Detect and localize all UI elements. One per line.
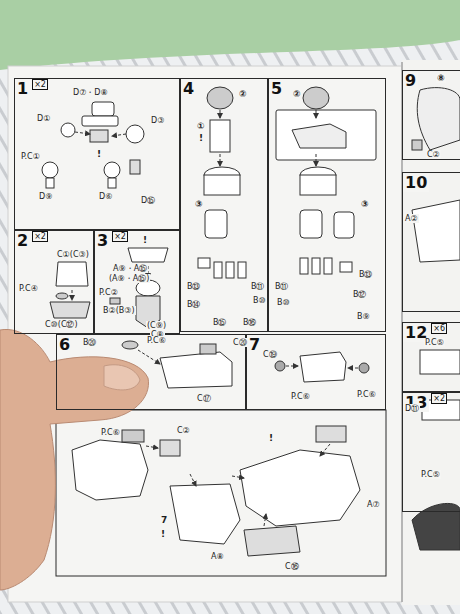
step-number: 4 bbox=[181, 80, 196, 98]
part-label: P.C① bbox=[20, 152, 41, 161]
step-number: 7 bbox=[247, 336, 262, 354]
part-label: B⑬ bbox=[358, 270, 374, 279]
callout-mark: ⑧ bbox=[436, 74, 446, 83]
part-label: C⑳ bbox=[232, 338, 248, 347]
quantity-mark: ×2 bbox=[32, 231, 48, 242]
part-label: P.C⑥ bbox=[100, 428, 121, 437]
part-label: B⑪ bbox=[274, 282, 290, 291]
step-panel: 2×2 bbox=[14, 230, 94, 334]
part-label: B⑨ bbox=[356, 312, 371, 321]
part-label: P.C④ bbox=[18, 284, 39, 293]
part-label: A② bbox=[404, 214, 419, 223]
step-panel: 9 bbox=[402, 70, 460, 160]
part-label: C② bbox=[176, 426, 191, 435]
quantity-mark: ×2 bbox=[112, 231, 128, 242]
quantity-mark: ×6 bbox=[431, 323, 447, 334]
part-label: B⑯ bbox=[242, 318, 258, 327]
part-label: B⑮ bbox=[212, 318, 228, 327]
part-label: C①(C③) bbox=[56, 250, 90, 259]
part-label: C② bbox=[426, 150, 441, 159]
part-label: D⑥ bbox=[98, 192, 113, 201]
callout-mark: ③ bbox=[194, 200, 204, 209]
callout-mark: ③ bbox=[360, 200, 370, 209]
part-label: A⑨・A⑮ bbox=[112, 264, 148, 273]
part-label: P.C⑤ bbox=[424, 338, 445, 347]
part-label: A⑦ bbox=[366, 500, 381, 509]
step-number: 6 bbox=[57, 336, 72, 354]
part-label: P.C② bbox=[98, 288, 119, 297]
part-label: B⑬ bbox=[186, 282, 202, 291]
part-label: B⑩ bbox=[252, 296, 267, 305]
callout-mark: ! bbox=[96, 150, 102, 159]
part-label: C⑰ bbox=[196, 394, 212, 403]
part-label: D① bbox=[36, 114, 51, 123]
part-label: P.C⑥ bbox=[146, 336, 167, 345]
quantity-mark: ×2 bbox=[431, 393, 447, 404]
part-label: D⑦・D⑧ bbox=[72, 88, 109, 97]
part-label: B⑫ bbox=[352, 290, 368, 299]
part-label: B⑩ bbox=[276, 298, 291, 307]
part-label: (A⑨・A⑮) bbox=[108, 274, 150, 283]
thumbnail bbox=[104, 365, 140, 390]
callout-mark: ① bbox=[196, 122, 206, 131]
callout-mark: ! bbox=[142, 236, 148, 245]
callout-mark: ② bbox=[238, 90, 248, 99]
hand bbox=[0, 329, 149, 590]
part-label: C⑲ bbox=[262, 350, 278, 359]
part-label: P.C⑥ bbox=[290, 392, 311, 401]
part-label: D⑨ bbox=[38, 192, 53, 201]
step-panel: 12×6 bbox=[402, 322, 460, 392]
callout-mark: 7 bbox=[160, 516, 168, 525]
quantity-mark: ×2 bbox=[32, 79, 48, 90]
part-label: C⑯ bbox=[284, 562, 300, 571]
step-number: 10 bbox=[403, 174, 429, 192]
step-number: 3 bbox=[95, 232, 110, 250]
callout-mark: ② bbox=[292, 90, 302, 99]
step-panel: 10 bbox=[402, 172, 460, 312]
part-label: D⑮ bbox=[140, 196, 156, 205]
step-number: 1 bbox=[15, 80, 30, 98]
callout-mark: ! bbox=[198, 134, 204, 143]
step-number: 2 bbox=[15, 232, 30, 250]
part-label: B②(B③) bbox=[102, 306, 136, 315]
part-label: B⑪ bbox=[250, 282, 266, 291]
callout-mark: ! bbox=[268, 434, 274, 443]
part-label: (C⑨) bbox=[146, 321, 167, 330]
part-label: B⑳ bbox=[82, 338, 98, 347]
part-label: P.C⑤ bbox=[420, 470, 441, 479]
part-label: D⑪ bbox=[404, 404, 420, 413]
step-number: 9 bbox=[403, 72, 418, 90]
step-number: 5 bbox=[269, 80, 284, 98]
part-label: A⑧ bbox=[210, 552, 225, 561]
part-label: B⑭ bbox=[186, 300, 202, 309]
part-label: C⑩(C⑫) bbox=[44, 320, 79, 329]
part-label: D③ bbox=[150, 116, 165, 125]
part-label: P.C⑥ bbox=[356, 390, 377, 399]
callout-mark: ! bbox=[160, 530, 166, 539]
